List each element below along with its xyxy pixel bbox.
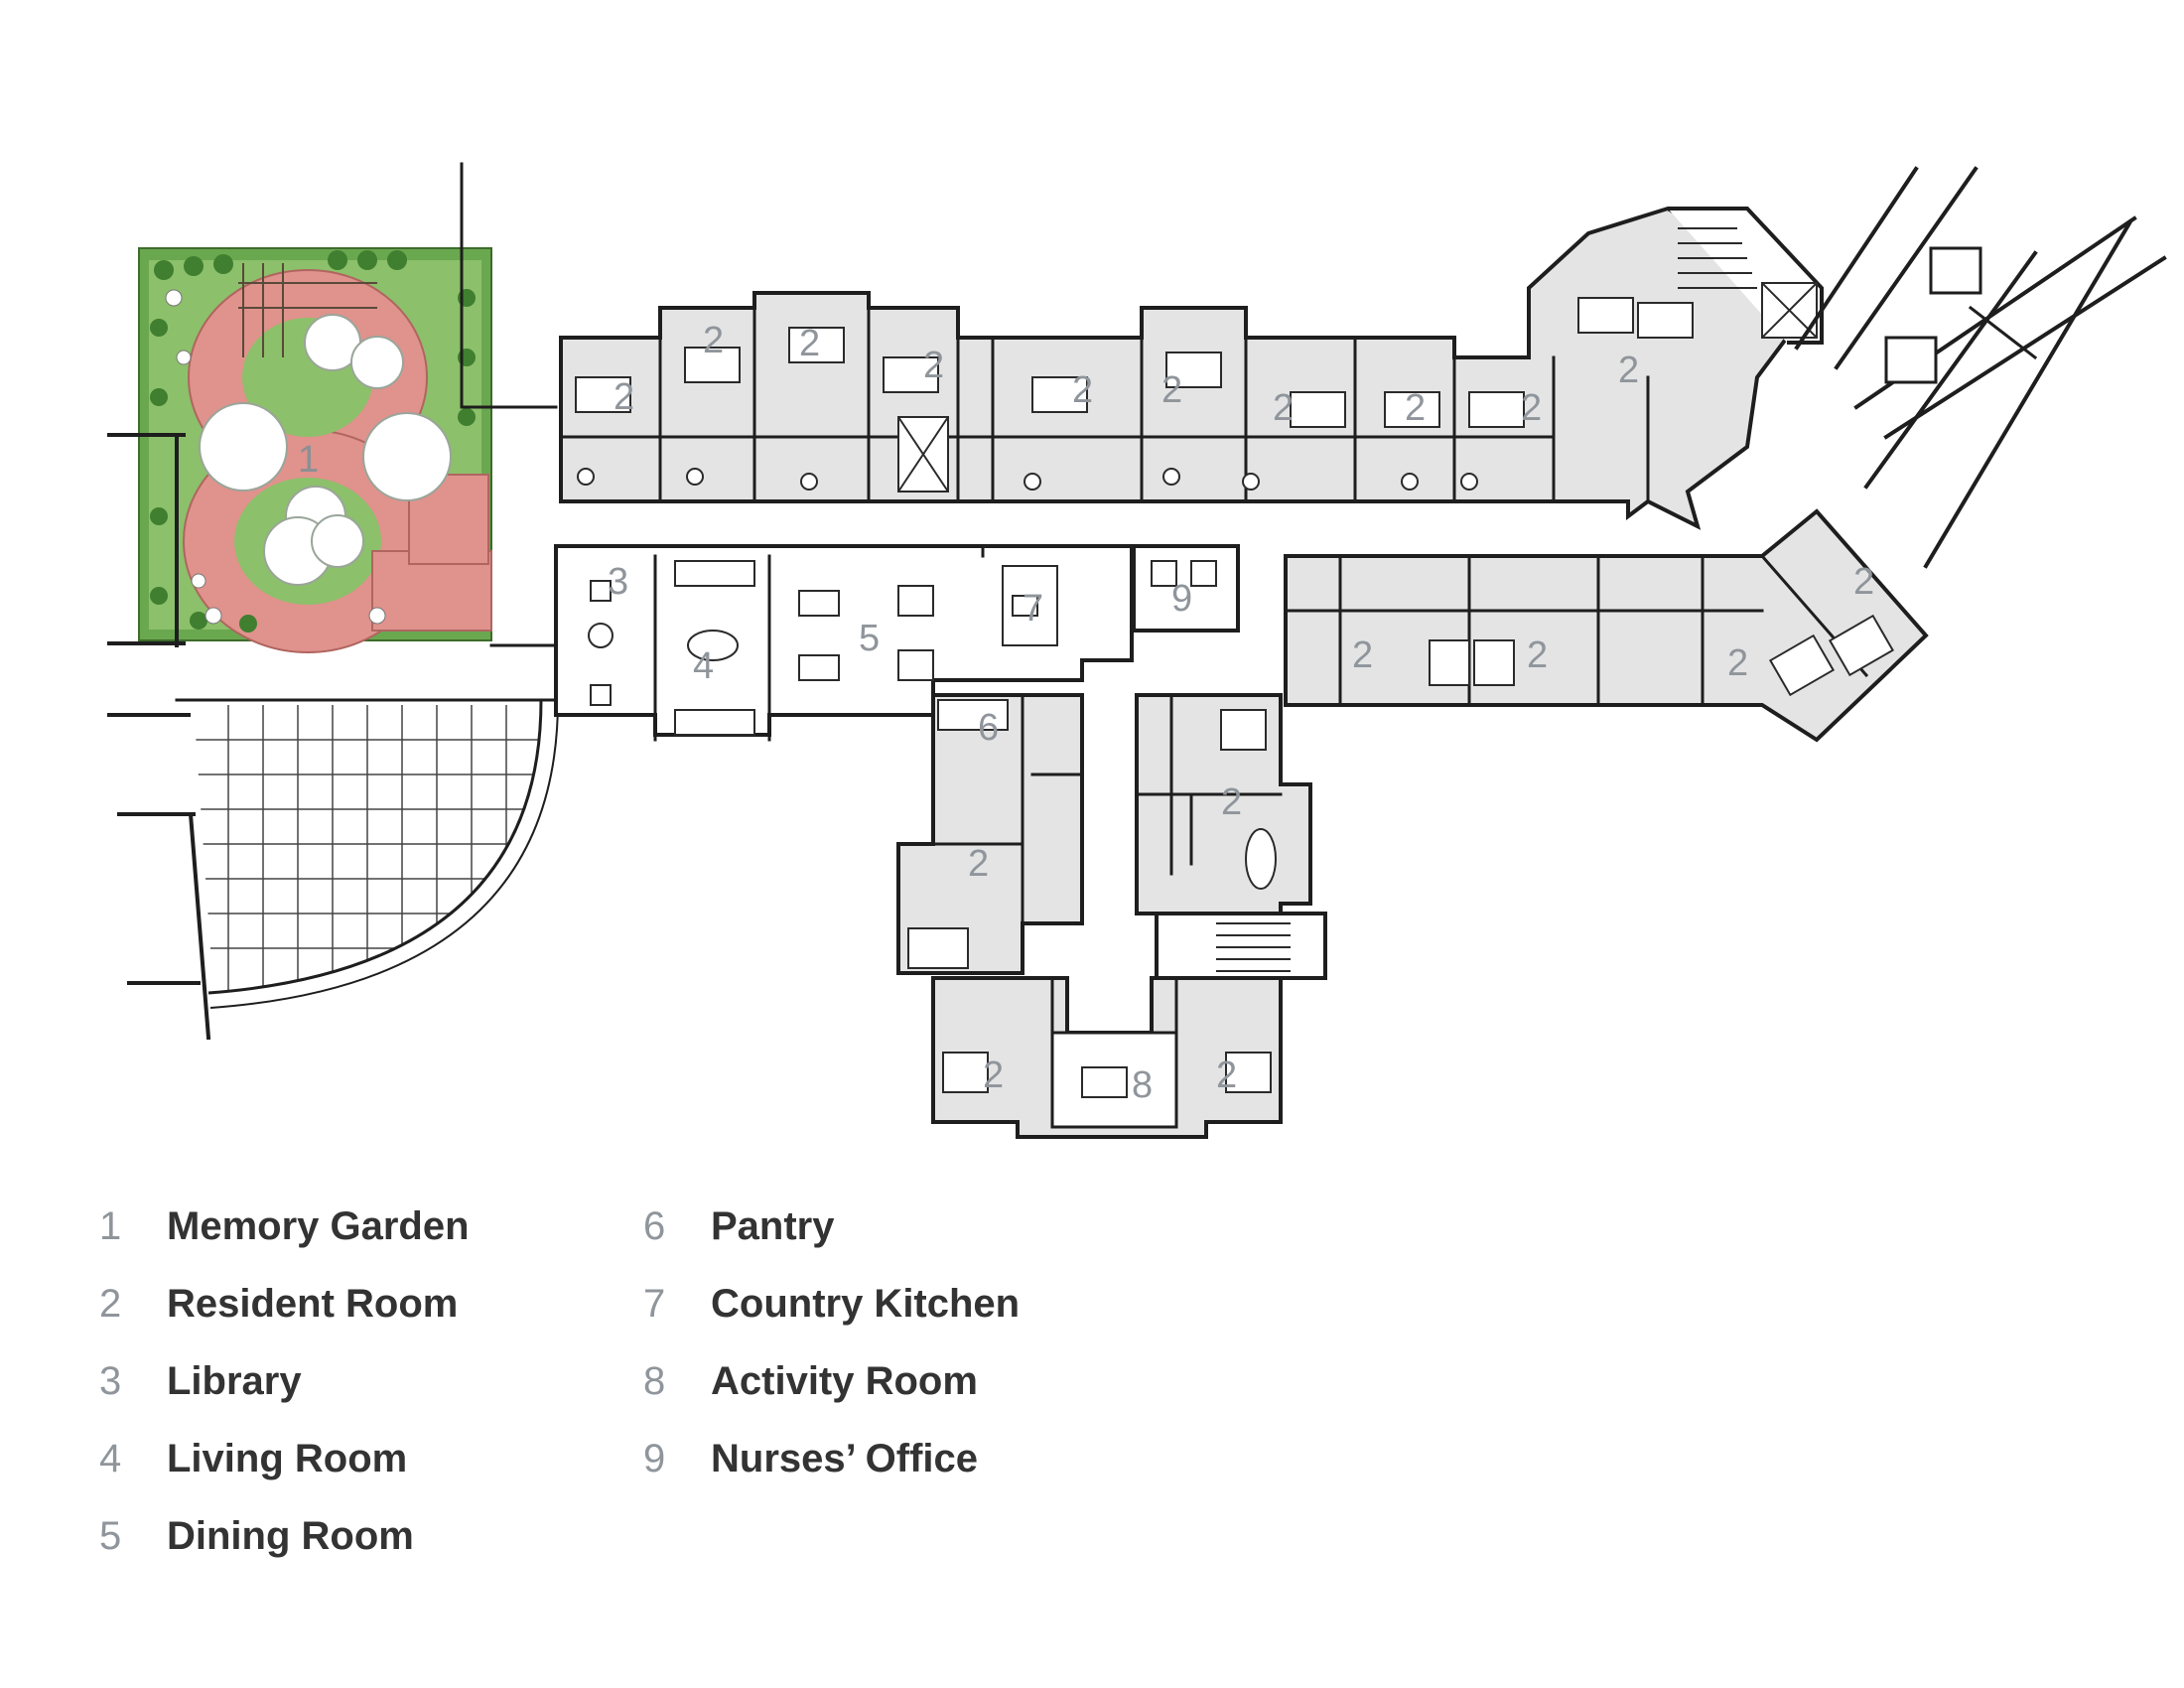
plan-label-dining-room: 5: [859, 618, 880, 659]
plan-label-resident-room-j: 2: [1618, 350, 1639, 391]
plan-label-resident-room-l: 2: [1527, 634, 1548, 676]
memory-garden: 1: [138, 247, 492, 653]
legend-number: 4: [99, 1437, 122, 1480]
plan-label-resident-room-i: 2: [1521, 387, 1542, 429]
south-wing-bottom: 2 8 2: [931, 976, 1283, 1139]
legend-number: 9: [643, 1437, 666, 1480]
plan-label-resident-room-p: 2: [1221, 781, 1242, 823]
plan-label-resident-room-d: 2: [923, 345, 944, 386]
plan-label-nurses-office: 9: [1171, 578, 1192, 620]
site-walls: [107, 162, 558, 1041]
legend-label: Pantry: [711, 1204, 835, 1248]
legend-label: Memory Garden: [167, 1204, 470, 1248]
plan-label-pantry: 6: [978, 707, 999, 749]
legend-number: 8: [643, 1359, 666, 1403]
legend-number: 3: [99, 1359, 122, 1403]
south-wing-east: 2: [1135, 693, 1327, 980]
south-wing-west: 6 2: [896, 693, 1084, 975]
plan-label-resident-room-e: 2: [1072, 369, 1093, 411]
plan-label-activity-room: 8: [1132, 1064, 1153, 1106]
plan-label-resident-room-h: 2: [1405, 387, 1426, 429]
common-area: 3 4 5 7: [554, 544, 1134, 742]
legend-label: Library: [167, 1359, 302, 1403]
plan-label-resident-room-f: 2: [1161, 369, 1182, 411]
plan-label-resident-room-q: 2: [983, 1055, 1004, 1096]
plan-label-country-kitchen: 7: [1023, 588, 1043, 630]
plan-label-living-room: 4: [693, 645, 714, 687]
legend-number: 1: [99, 1204, 122, 1248]
plan-label-resident-room-b: 2: [703, 320, 724, 361]
legend-label: Country Kitchen: [711, 1282, 1021, 1326]
east-corridor: [1794, 166, 2167, 569]
plan-label-resident-room-n: 2: [1853, 561, 1874, 603]
legend-label: Activity Room: [711, 1359, 978, 1403]
nurses-office: 9: [1132, 544, 1240, 633]
legend-label: Dining Room: [167, 1514, 414, 1558]
plan-label-resident-room-k: 2: [1352, 634, 1373, 676]
legend-label: Resident Room: [167, 1282, 459, 1326]
legend-number: 7: [643, 1282, 666, 1326]
legend-number: 5: [99, 1514, 122, 1558]
plan-label-resident-room-r: 2: [1216, 1055, 1237, 1096]
plan-label-resident-room-c: 2: [799, 323, 820, 364]
legend-label: Nurses’ Office: [711, 1437, 979, 1480]
plan-label-resident-room-m: 2: [1727, 642, 1748, 684]
north-wing: 2 2 2 2 2 2 2 2 2 2: [559, 206, 1824, 530]
plan-label-resident-room-g: 2: [1273, 387, 1294, 429]
legend: 1 Memory Garden 2 Resident Room 3 Librar…: [0, 1196, 2184, 1614]
plan-label-memory-garden: 1: [298, 439, 319, 481]
plan-label-resident-room-o: 2: [968, 843, 989, 885]
legend-number: 2: [99, 1282, 122, 1326]
plan-label-library: 3: [608, 561, 628, 603]
east-wing: 2 2 2 2: [1284, 508, 1929, 743]
legend-number: 6: [643, 1204, 666, 1248]
legend-label: Living Room: [167, 1437, 408, 1480]
patio: [194, 699, 559, 1009]
plan-label-resident-room-a: 2: [614, 376, 634, 418]
floor-plan: 1: [107, 162, 2167, 1139]
